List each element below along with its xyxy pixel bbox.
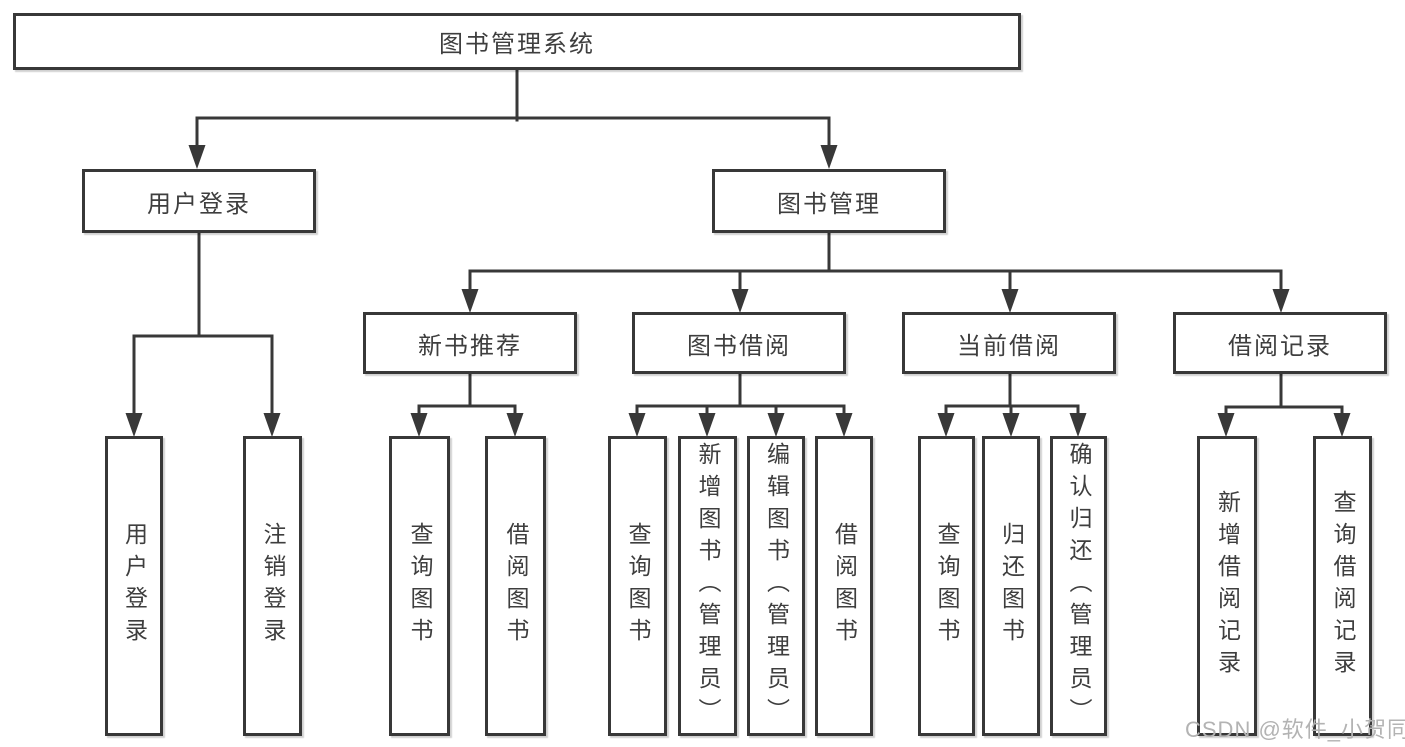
leaf-borrow-books-recommend: 借阅图书 [485,436,546,736]
leaf-logout: 注销登录 [243,436,302,736]
node-label: 图书借阅 [687,332,791,360]
node-label: 当前借阅 [957,332,1061,360]
node-label: 确认归还（管理员） [1066,442,1092,730]
node-library-management-system: 图书管理系统 [13,13,1021,70]
node-label: 新增借阅记录 [1214,490,1241,682]
leaf-confirm-return-admin: 确认归还（管理员） [1050,436,1107,736]
leaf-query-books-recommend: 查询图书 [389,436,450,736]
leaf-add-borrow-record: 新增借阅记录 [1197,436,1257,736]
leaf-query-books-borrowing: 查询图书 [608,436,667,736]
node-user-login: 用户登录 [82,169,316,233]
node-current-borrowing: 当前借阅 [902,312,1116,374]
node-label: 图书管理系统 [439,31,595,58]
node-label: 编辑图书（管理员） [763,442,790,730]
node-label: 查询借阅记录 [1330,490,1356,682]
node-label: 查询图书 [407,522,433,650]
node-new-book-recommendation: 新书推荐 [363,312,577,374]
leaf-borrow-books-borrowing: 借阅图书 [815,436,873,736]
node-book-borrowing: 图书借阅 [632,312,846,374]
node-label: 用户登录 [147,190,251,218]
leaf-add-books-admin: 新增图书（管理员） [678,436,737,736]
leaf-edit-books-admin: 编辑图书（管理员） [747,436,805,736]
node-label: 借阅图书 [503,522,529,650]
node-label: 借阅图书 [831,522,858,650]
leaf-user-login: 用户登录 [105,436,163,736]
node-label: 归还图书 [998,522,1025,650]
node-label: 查询图书 [625,522,651,650]
leaf-query-books-current: 查询图书 [918,436,975,736]
node-book-management: 图书管理 [712,169,946,233]
node-label: 图书管理 [777,190,881,218]
node-label: 用户登录 [121,522,148,650]
node-label: 新增图书（管理员） [695,442,721,730]
node-label: 查询图书 [934,522,960,650]
node-label: 新书推荐 [418,332,522,360]
leaf-return-books: 归还图书 [982,436,1040,736]
csdn-watermark: CSDN @软件_小贺同学 [1185,717,1405,742]
node-label: 借阅记录 [1228,332,1332,360]
node-label: 注销登录 [260,522,286,650]
leaf-query-borrow-record: 查询借阅记录 [1313,436,1372,736]
node-borrowing-records: 借阅记录 [1173,312,1387,374]
